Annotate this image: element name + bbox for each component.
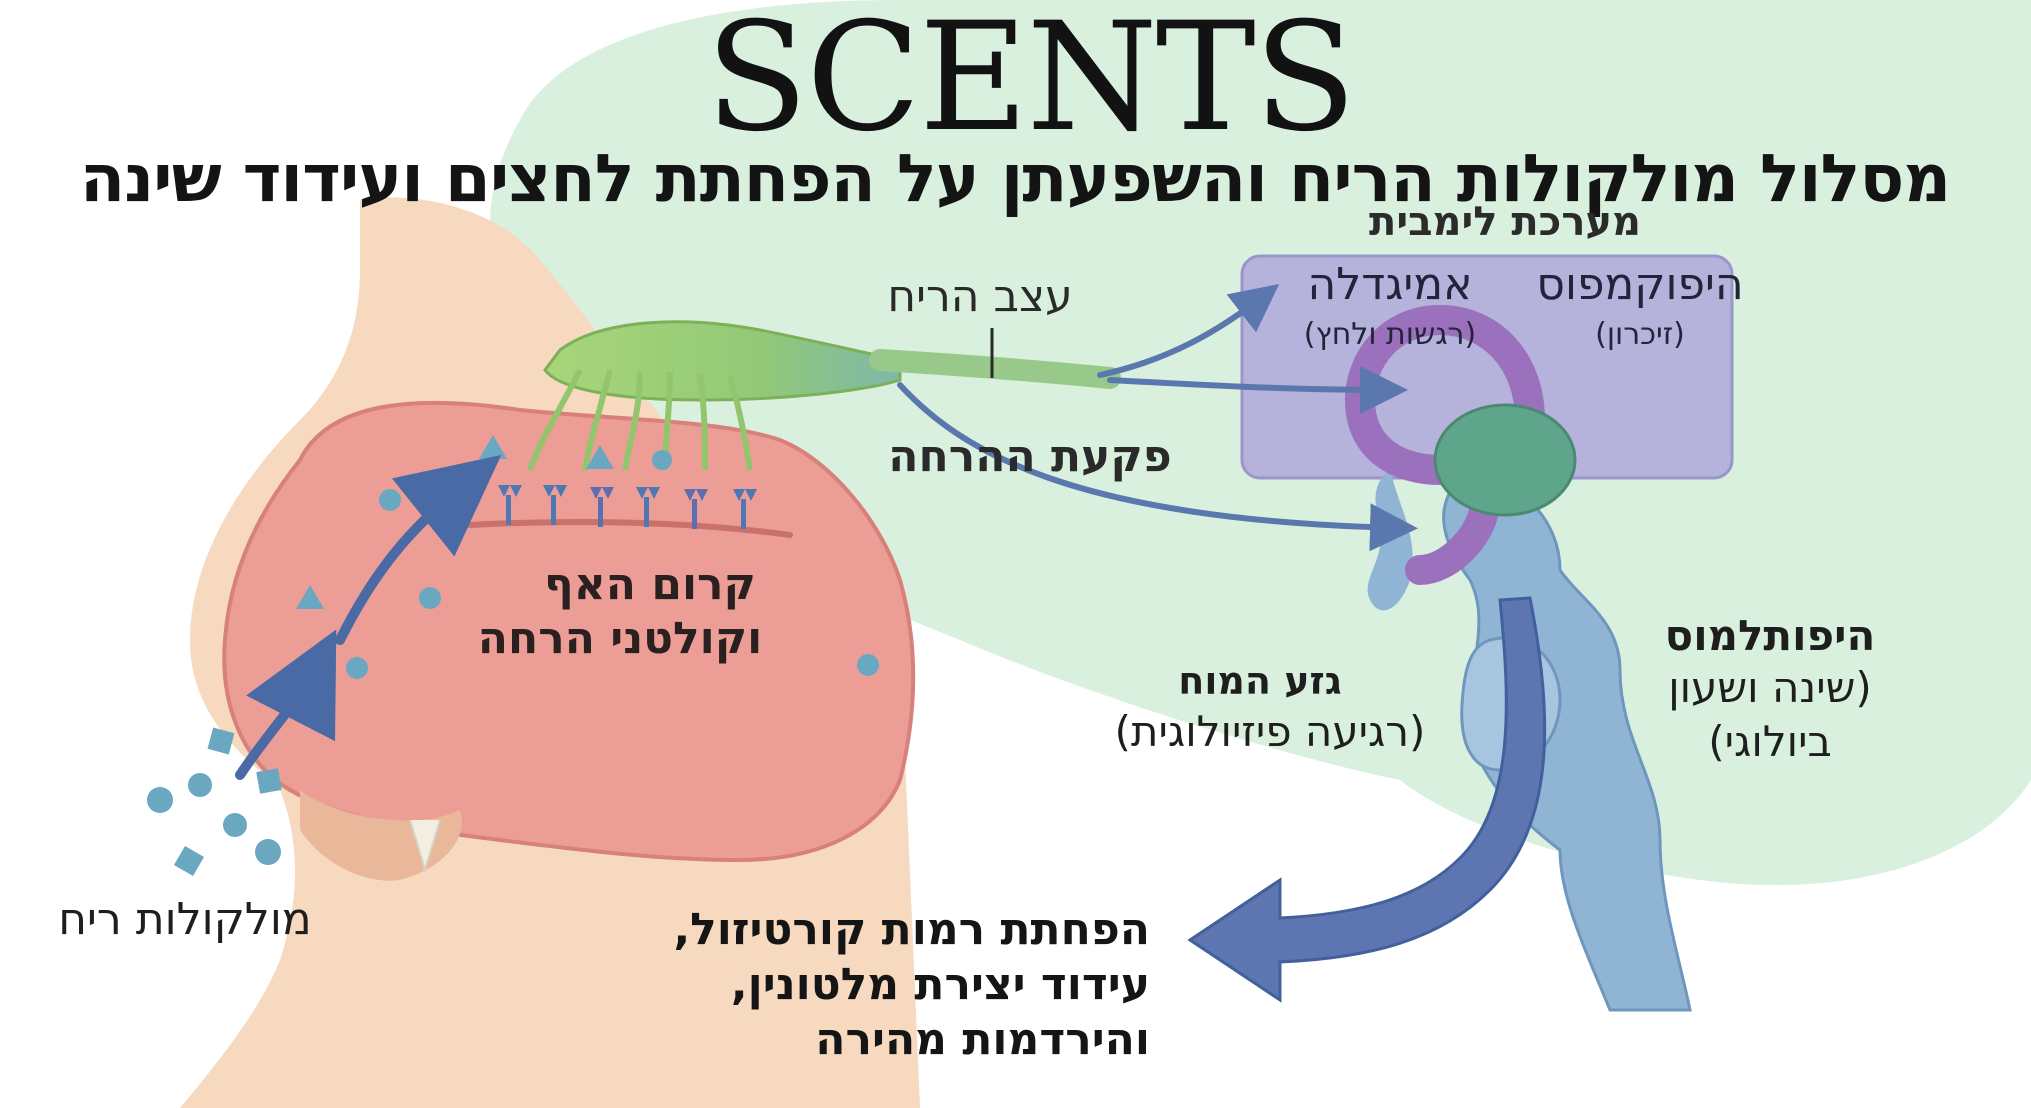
brainstem-label: גזע המוח xyxy=(1178,659,1342,703)
limbic-system-label: מערכת לימבית xyxy=(1369,199,1641,245)
receptor-icon xyxy=(733,489,757,529)
brand-title: SCENTS xyxy=(705,0,1356,165)
hypothalamus-label: היפותלמוס xyxy=(1664,611,1876,660)
nerve-fiber xyxy=(727,375,753,471)
scent-molecule-icon xyxy=(147,435,879,877)
receptor-icon xyxy=(498,485,522,525)
page-title: מסלול מולקולות הריח והשפעתן על הפחתת לחצ… xyxy=(79,140,1951,217)
brainstem-sublabel: (רגיעה פיזיולוגית) xyxy=(1114,707,1426,756)
olfactory-nerve-label: עצב הריח xyxy=(887,271,1073,322)
outcome-line-2: עידוד יצירת מלטונין, xyxy=(730,959,1150,1010)
nerve-fiber xyxy=(582,369,613,471)
nerve-fiber xyxy=(622,371,643,471)
nasal-mucosa-label: קרום האף xyxy=(544,559,756,610)
olfactory-bulb xyxy=(543,320,902,402)
output-arrow xyxy=(1187,596,1547,1003)
olfactory-bulb-label: פקעת ההרחה xyxy=(888,431,1172,482)
hypothalamus-sublabel-line2: ביולוגי) xyxy=(1708,717,1832,766)
olfactory-nerve xyxy=(869,349,1121,389)
receptor-icon xyxy=(543,485,567,525)
amygdala-sublabel: (רגשות ולחץ) xyxy=(1303,317,1477,352)
hippocampus-label: היפוקמפוס xyxy=(1536,259,1744,310)
receptor-icon xyxy=(590,487,614,527)
flow-arrow-icon xyxy=(1097,283,1280,378)
receptor-icon xyxy=(636,487,660,527)
nerve-fiber xyxy=(697,373,708,471)
flow-arrow-icon xyxy=(335,455,502,645)
receptor-icon xyxy=(684,489,708,529)
outcome-line-3: והירדמות מהירה xyxy=(815,1014,1150,1065)
scent-molecules-label: מולקולות ריח xyxy=(58,894,312,945)
flow-arrow-icon xyxy=(897,382,1418,552)
olfactory-receptors-label: וקולטני הרחה xyxy=(477,613,763,664)
flow-arrow-icon xyxy=(1107,365,1408,414)
flow-arrow-icon xyxy=(235,629,337,780)
outcome-line-1: הפחתת רמות קורטיזול, xyxy=(673,904,1150,955)
hypothalamus-sublabel-line1: (שינה ושעון xyxy=(1668,663,1872,712)
hippocampus-ring xyxy=(1344,304,1545,585)
nose-hair xyxy=(409,819,441,874)
amygdala-label: אמיגדלה xyxy=(1307,259,1473,310)
hippocampus-sublabel: (זיכרון) xyxy=(1595,317,1685,352)
nerve-fiber xyxy=(527,368,583,471)
amygdala-shape xyxy=(1433,403,1577,517)
